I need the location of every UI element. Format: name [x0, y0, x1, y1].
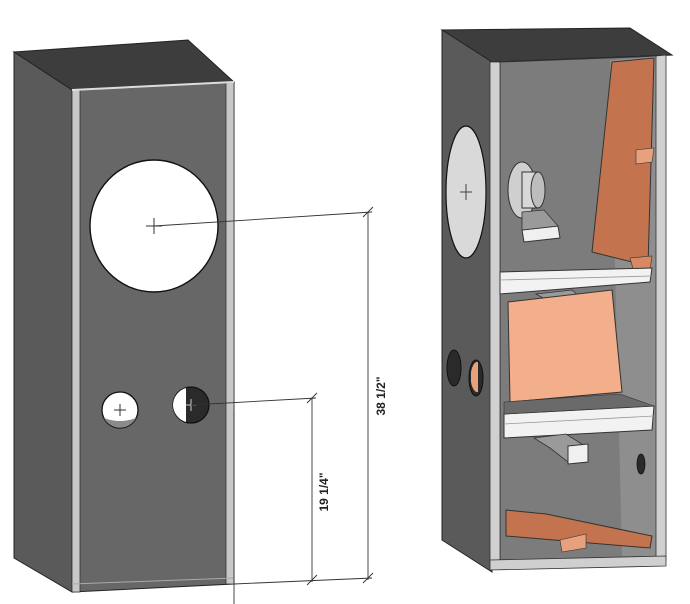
right-cabinet-edge-left: [489, 61, 501, 569]
dimension-port-height: 19 1/4": [317, 472, 331, 511]
woofer-magnet: [507, 161, 546, 219]
right-cabinet: [440, 27, 674, 573]
right-cabinet-edge-right: [655, 54, 667, 561]
middle-baffle: [507, 289, 623, 403]
left-cabinet-front: [71, 81, 235, 593]
left-cabinet-side: [13, 51, 73, 593]
side-port-1: [446, 349, 462, 387]
lower-angled-baffle: [505, 509, 653, 549]
dimension-overall-height: 38 1/2": [374, 376, 388, 415]
left-cabinet: [12, 39, 236, 593]
upper-shelf: [499, 267, 653, 295]
left-cabinet-edge-left: [71, 89, 81, 593]
rear-port: [636, 453, 646, 475]
dimension-lines: [153, 206, 374, 604]
left-cabinet-edge-right: [225, 81, 235, 585]
right-cabinet-side: [441, 29, 493, 573]
port-left: [101, 391, 139, 429]
